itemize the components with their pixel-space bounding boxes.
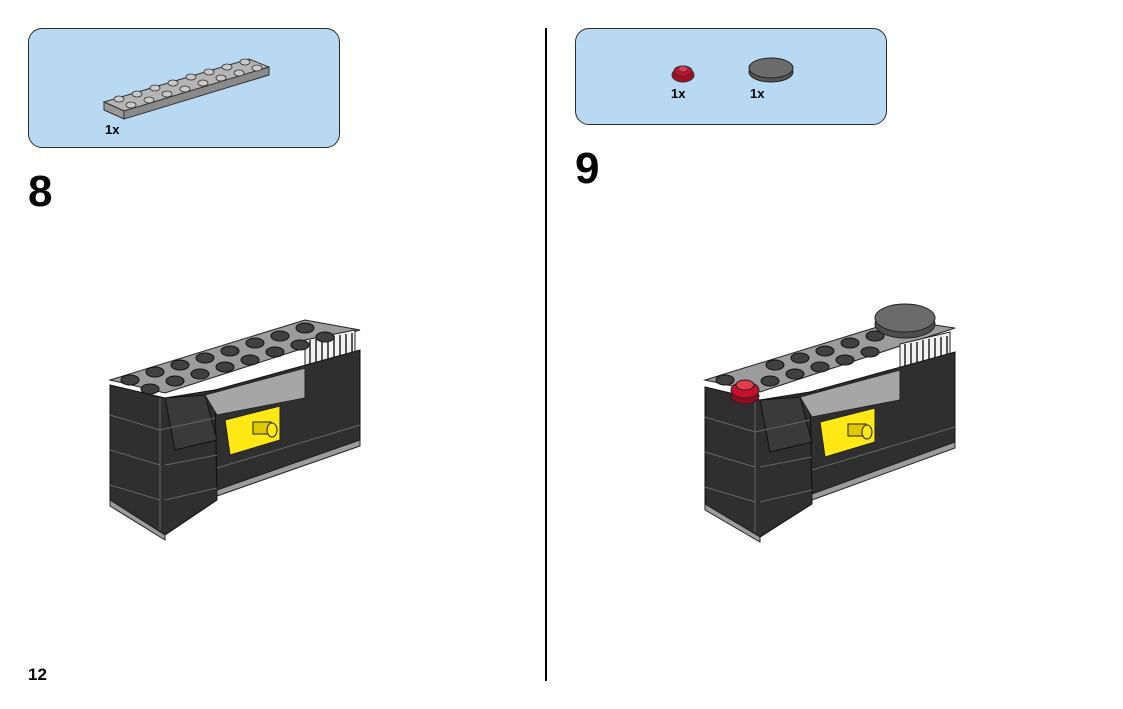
step-8-parts-callout: 1x bbox=[28, 28, 340, 148]
plate-2x8-icon bbox=[102, 58, 271, 120]
step-number-8: 8 bbox=[28, 167, 53, 216]
page-number: 12 bbox=[28, 665, 47, 684]
step-9-parts-callout: 1x 1x bbox=[575, 28, 887, 125]
page-divider bbox=[545, 28, 547, 681]
round-plate-1x1-red-icon bbox=[671, 65, 695, 83]
round-tile-2x2-dark-gray-icon bbox=[748, 57, 794, 83]
step-number-9: 9 bbox=[575, 144, 600, 193]
red-round-plate-placed bbox=[730, 379, 760, 405]
part-quantity: 1x bbox=[750, 86, 765, 101]
step-9-assembly-illustration bbox=[703, 303, 956, 543]
part-quantity: 1x bbox=[105, 122, 120, 137]
round-tile-placed bbox=[874, 303, 936, 339]
part-quantity: 1x bbox=[671, 86, 686, 101]
step-8-assembly-illustration bbox=[108, 319, 361, 541]
